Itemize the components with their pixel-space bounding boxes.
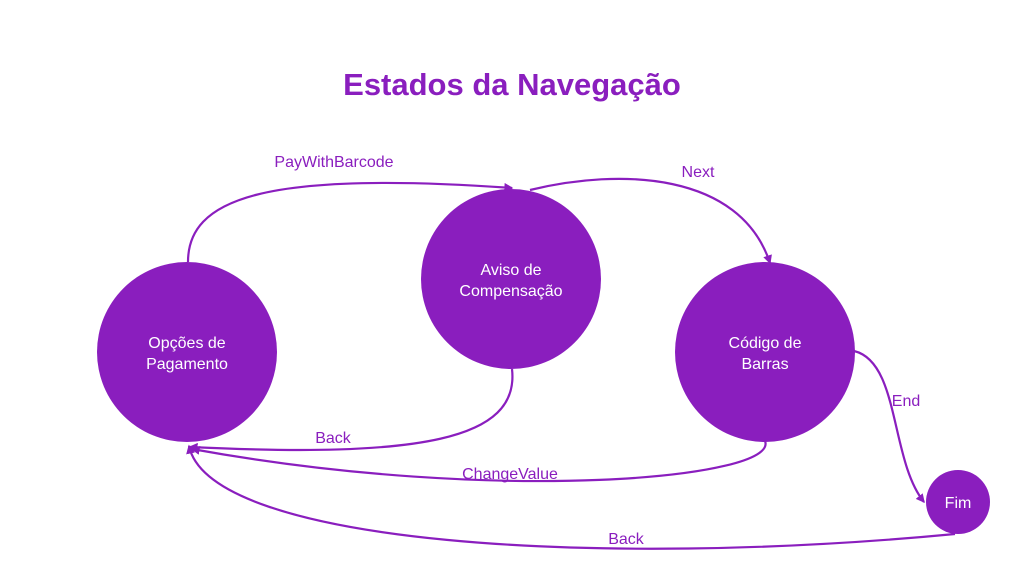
edge-label-end: End [892,393,920,410]
node-circle-aviso [421,189,601,369]
node-label-fim: Fim [945,495,972,512]
node-codigo-de-barras: Código de Barras [675,262,855,442]
edge-label-next: Next [682,164,715,181]
node-fim: Fim [926,470,990,534]
node-circle-fim [926,470,990,534]
edge-label-back-aviso: Back [315,430,352,447]
node-label-aviso-line1: Aviso de [480,262,541,279]
node-aviso-de-compensacao: Aviso de Compensação [421,189,601,369]
edge-label-back-fim: Back [608,531,645,548]
edge-back-fim [186,444,956,550]
edge-next [529,177,772,265]
node-label-opcoes-line2: Pagamento [146,356,228,373]
node-circle-codigo [675,262,855,442]
edge-end [853,349,925,504]
node-label-aviso-line2: Compensação [459,283,562,300]
edge-change-value [190,440,767,483]
edge-label-pay-with-barcode: PayWithBarcode [274,154,393,171]
edge-label-change-value: ChangeValue [462,466,558,483]
page-title: Estados da Navegação [343,67,681,102]
edge-back-aviso [188,368,514,452]
node-label-opcoes-line1: Opções de [148,335,225,352]
node-label-codigo-line2: Barras [741,356,788,373]
edge-pay-with-barcode [186,181,514,263]
node-opcoes-de-pagamento: Opções de Pagamento [97,262,277,442]
node-label-codigo-line1: Código de [729,335,802,352]
node-circle-opcoes [97,262,277,442]
